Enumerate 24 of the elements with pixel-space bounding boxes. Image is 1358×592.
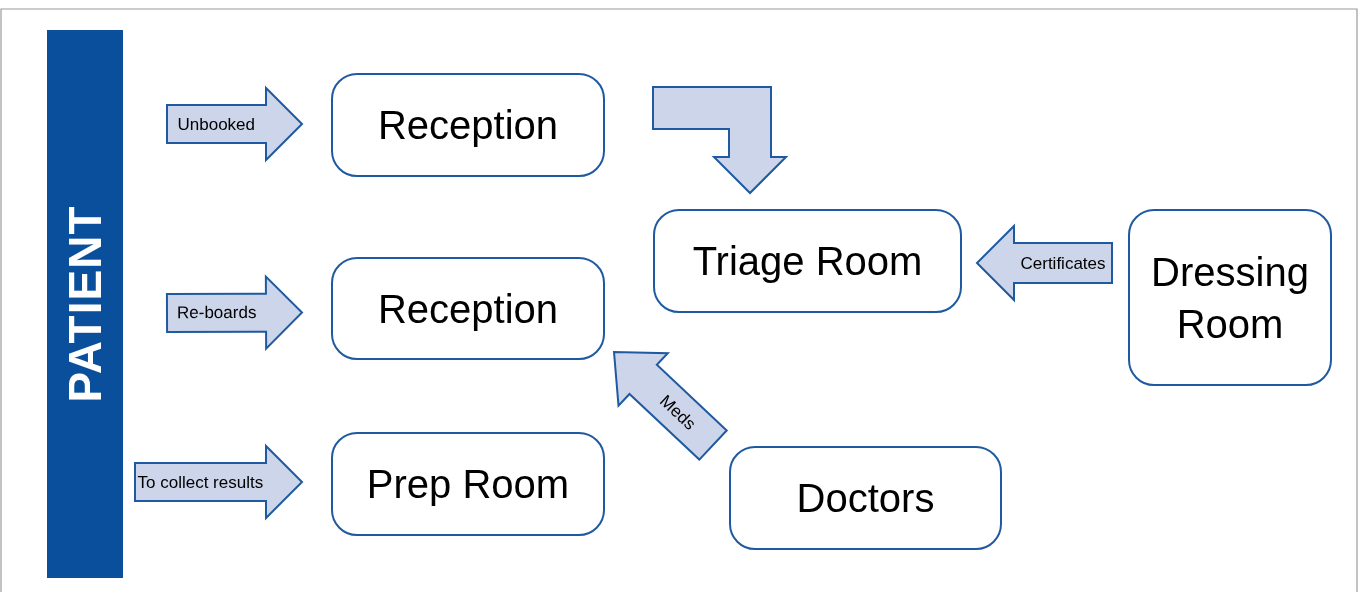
node-label: Reception [377,102,559,149]
node-label: PATIENT [58,205,112,403]
room-box [331,73,605,177]
block-arrow [165,274,304,352]
edge-label: Certificates [1020,254,1106,272]
block-arrow [652,86,789,195]
room-box [729,446,1002,550]
room-box [331,432,605,536]
label-band [47,30,123,578]
block-arrow [975,223,1113,303]
node-label: Dressing Room [1150,248,1310,348]
room-box [653,209,962,313]
block-arrow [612,350,729,461]
node-label: Reception [377,285,559,333]
block-arrow [166,85,304,163]
node-label: Doctors [796,475,935,522]
room-box [1128,209,1332,386]
node-label: Prep Room [366,461,570,508]
edge-label: Re-boards [176,304,257,322]
room-box [331,257,605,360]
edge-label: Unbooked [177,115,255,133]
node-label: Triage Room [692,238,923,285]
edge-label: To collect results [137,473,264,491]
block-arrow [134,443,304,521]
